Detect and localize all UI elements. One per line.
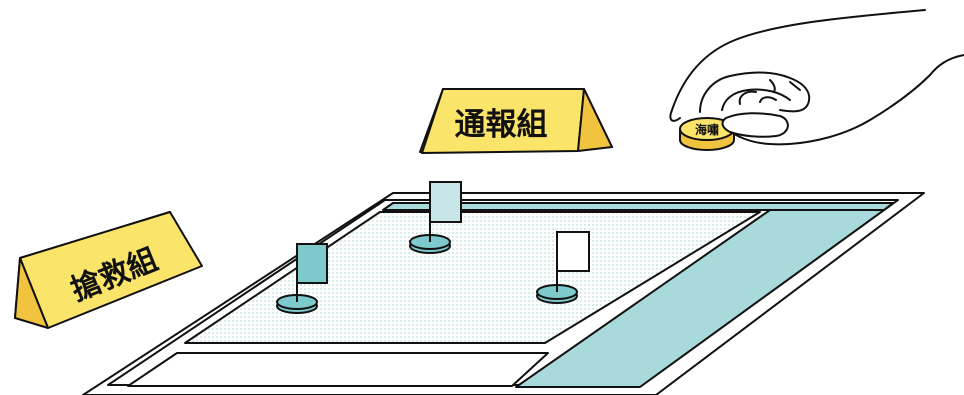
flag-piece-right bbox=[536, 231, 590, 304]
dotted-play-area bbox=[184, 211, 761, 344]
coin-text: 海嘯 bbox=[695, 122, 719, 137]
flag-piece-left bbox=[276, 243, 328, 314]
right-teal-zone bbox=[515, 209, 885, 388]
notify-team-tent-label: 通報組 bbox=[419, 88, 613, 154]
flag-piece-top bbox=[409, 181, 462, 254]
flag-icon bbox=[556, 231, 590, 272]
thumb-shape bbox=[721, 112, 789, 138]
notify-team-text: 通報組 bbox=[455, 107, 548, 143]
game-board bbox=[82, 192, 925, 395]
flag-icon bbox=[429, 181, 462, 223]
board-outer-edge bbox=[82, 192, 925, 395]
flag-icon bbox=[296, 243, 328, 284]
rescue-team-tent-label: 搶救組 bbox=[14, 211, 203, 329]
bottom-blank-zone bbox=[127, 352, 549, 387]
